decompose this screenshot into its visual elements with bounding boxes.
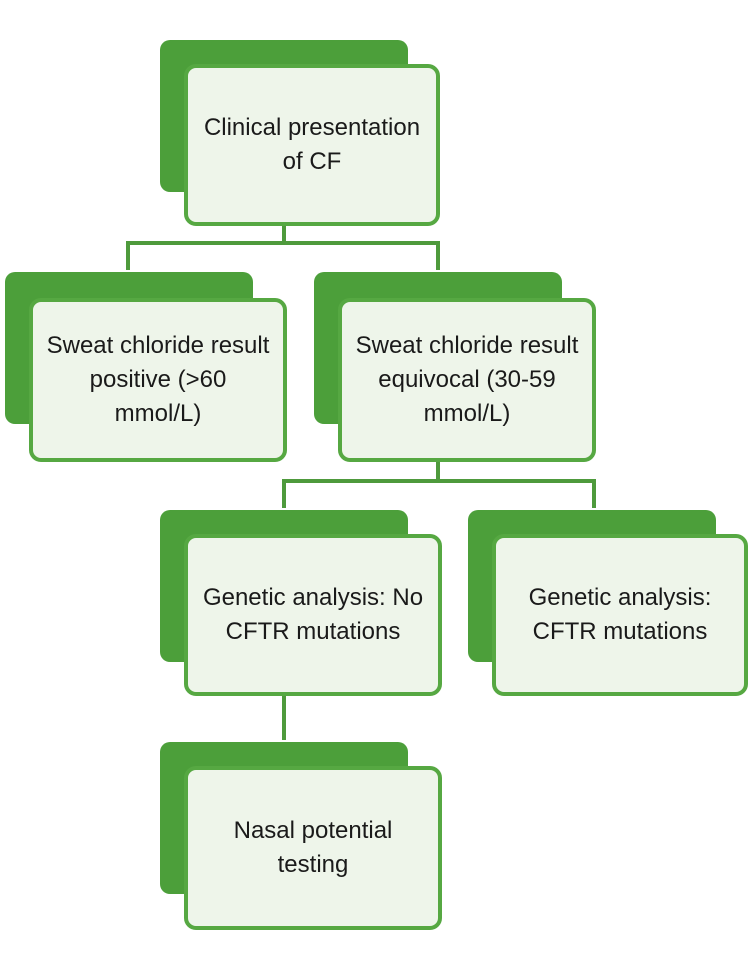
node-genetic-cftr-mutations: Genetic analysis: CFTR mutations <box>468 510 748 696</box>
node-box: Genetic analysis: CFTR mutations <box>492 534 748 696</box>
node-label: Clinical presentation of CF <box>203 114 421 175</box>
node-box: Sweat chloride result equivocal (30-59 m… <box>338 298 596 462</box>
node-label: Nasal potential testing <box>233 817 393 878</box>
node-sweat-equivocal: Sweat chloride result equivocal (30-59 m… <box>314 272 596 462</box>
node-sweat-positive: Sweat chloride result positive (>60 mmol… <box>5 272 287 462</box>
node-box: Sweat chloride result positive (>60 mmol… <box>29 298 287 462</box>
node-box: Genetic analysis: No CFTR mutations <box>184 534 442 696</box>
node-label: Genetic analysis: No CFTR mutations <box>202 584 424 645</box>
node-nasal-potential-testing: Nasal potential testing <box>160 742 442 930</box>
node-box: Clinical presentation of CF <box>184 64 440 226</box>
node-genetic-no-mutations: Genetic analysis: No CFTR mutations <box>160 510 442 696</box>
node-clinical-presentation: Clinical presentation of CF <box>160 40 440 226</box>
node-label: Sweat chloride result positive (>60 mmol… <box>46 332 270 427</box>
node-label: Sweat chloride result equivocal (30-59 m… <box>355 332 579 427</box>
node-label: Genetic analysis: CFTR mutations <box>528 584 712 645</box>
node-box: Nasal potential testing <box>184 766 442 930</box>
